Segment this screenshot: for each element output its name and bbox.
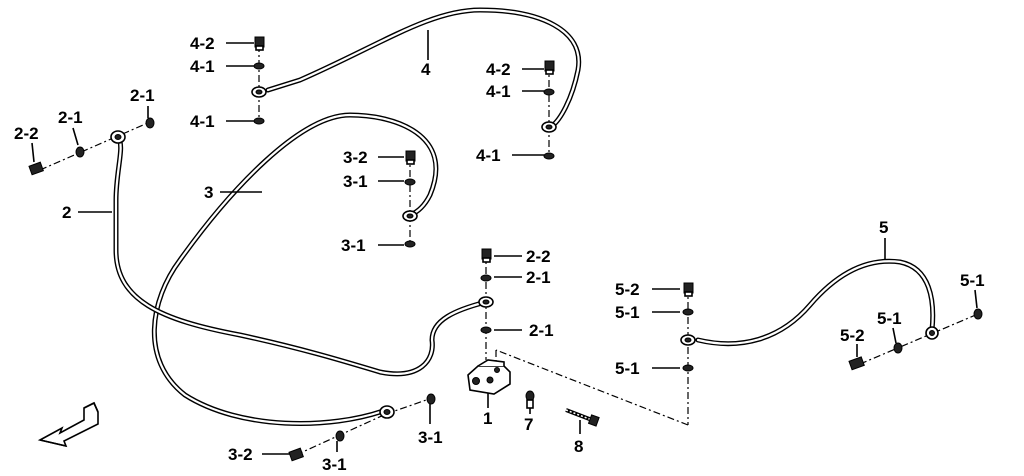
- label-2-1-top-left: 2-1: [58, 108, 83, 127]
- label-5-1-middle: 5-1: [877, 309, 902, 328]
- front-direction-arrow-icon: [37, 401, 99, 448]
- bolt-5-2-lower: [848, 356, 865, 371]
- label-3-1-upper: 3-1: [343, 172, 368, 191]
- label-3-1-middle: 3-1: [341, 236, 366, 255]
- label-5-1-lower: 5-1: [615, 359, 640, 378]
- banjo-3-upper: [402, 210, 418, 222]
- label-4-1-lower-right: 4-1: [476, 146, 501, 165]
- label-8: 8: [574, 437, 583, 456]
- label-3-1-lower-left: 3-1: [322, 455, 347, 474]
- banjo-5-right: [925, 326, 939, 340]
- junction-block-1: [467, 359, 511, 395]
- bolt-2-2-left: [28, 161, 44, 176]
- label-5-2-upper: 5-2: [615, 280, 640, 299]
- leader-lines: [31, 30, 978, 455]
- washer-2-1-left-a: [145, 117, 155, 129]
- hose-5: [695, 258, 936, 347]
- label-2: 2: [62, 203, 71, 222]
- label-4: 4: [421, 60, 431, 79]
- label-1: 1: [483, 409, 492, 428]
- banjo-3-lower: [379, 405, 395, 419]
- banjo-5-left: [680, 334, 696, 346]
- label-5: 5: [879, 218, 888, 237]
- washer-4-1-upper-right: [543, 88, 555, 96]
- label-3-1-lower-center: 3-1: [418, 428, 443, 447]
- bolt-3-2-upper: [405, 150, 416, 165]
- bolt-4-2-left: [254, 36, 265, 51]
- label-5-1-right: 5-1: [960, 271, 985, 290]
- label-3-2-lower: 3-2: [228, 445, 253, 464]
- banjo-2-center: [478, 296, 494, 308]
- label-2-1-top-right: 2-1: [130, 86, 155, 105]
- bolt-4-2-right: [544, 60, 555, 75]
- label-2-2-center: 2-2: [526, 247, 551, 266]
- banjo-2-left: [110, 130, 126, 144]
- washer-3-1-upper: [404, 178, 416, 186]
- label-4-1-lower-left: 4-1: [190, 112, 215, 131]
- label-4-2-left: 4-2: [190, 34, 215, 53]
- label-4-1-upper-left: 4-1: [190, 57, 215, 76]
- washer-3-1-lower: [404, 240, 416, 248]
- washer-3-1-lower-right: [426, 393, 436, 405]
- label-3: 3: [204, 183, 213, 202]
- stud-bolt-8: [565, 408, 600, 427]
- bolt-2-2-center: [481, 248, 492, 263]
- hose-2: [113, 135, 489, 377]
- washer-5-1-lower: [682, 364, 694, 372]
- washer-5-1-middle: [893, 342, 903, 354]
- label-2-1-center-lower: 2-1: [529, 321, 554, 340]
- banjo-4-right: [541, 121, 557, 133]
- label-3-2-upper: 3-2: [343, 148, 368, 167]
- label-2-2-left: 2-2: [14, 124, 39, 143]
- washer-2-1-center-upper: [480, 274, 492, 282]
- washer-2-1-left-b: [75, 146, 85, 158]
- washer-5-1-right: [973, 308, 983, 320]
- label-7: 7: [524, 415, 533, 434]
- banjo-4-left: [251, 86, 267, 98]
- label-4-2-right: 4-2: [486, 60, 511, 79]
- part-labels: 4-2 4-1 4-1 4 4-2 4-1 4-1 2-1 2-1 2-2 2 …: [14, 34, 985, 474]
- washer-4-1-lower-left: [253, 117, 265, 125]
- cap-7: [525, 390, 535, 409]
- washer-2-1-center-lower: [480, 326, 492, 334]
- hose-4: [265, 7, 582, 129]
- hose-3: [151, 112, 439, 426]
- label-5-1-upper: 5-1: [615, 303, 640, 322]
- label-5-2-lower: 5-2: [840, 326, 865, 345]
- washer-4-1-upper-left: [253, 62, 265, 70]
- bolt-3-2-lower: [288, 447, 304, 462]
- label-4-1-upper-right: 4-1: [486, 82, 511, 101]
- washer-5-1-upper: [682, 308, 694, 316]
- bolt-5-2-upper: [683, 282, 694, 297]
- washer-3-1-lower-left: [335, 430, 345, 442]
- label-2-1-center-upper: 2-1: [526, 268, 551, 287]
- washer-4-1-lower-right: [543, 152, 555, 160]
